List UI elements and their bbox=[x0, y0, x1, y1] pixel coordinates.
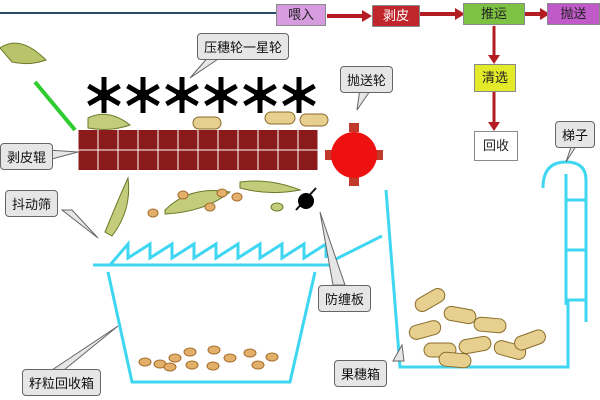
star-wheel bbox=[282, 77, 316, 113]
corn-ear bbox=[473, 316, 507, 334]
corn-ear bbox=[458, 335, 492, 355]
label-anti-wrap: 防缠板 bbox=[318, 285, 372, 312]
grain bbox=[185, 360, 199, 370]
label-peel-roller: 剥皮辊 bbox=[0, 143, 54, 170]
star-wheels bbox=[87, 77, 316, 113]
shake-sieve bbox=[93, 234, 383, 267]
star-wheel bbox=[204, 77, 238, 113]
grain bbox=[138, 357, 152, 367]
grain bbox=[231, 192, 243, 202]
star-wheel bbox=[87, 77, 121, 113]
grain bbox=[163, 362, 177, 372]
corn-ear bbox=[438, 351, 472, 369]
flow-push: 推运 bbox=[463, 3, 525, 25]
ear-box-outline bbox=[384, 189, 570, 369]
callout-pointers bbox=[47, 54, 584, 371]
flow-feed: 喂入 bbox=[276, 4, 326, 26]
flow-recycle: 回收 bbox=[474, 131, 518, 161]
label-throw-wheel: 抛送轮 bbox=[340, 66, 394, 93]
grain bbox=[147, 208, 159, 218]
grain bbox=[265, 352, 279, 362]
grain bbox=[206, 361, 220, 371]
flow-peel: 剥皮 bbox=[372, 5, 420, 27]
corn-ear bbox=[443, 305, 477, 325]
grain bbox=[223, 353, 237, 363]
grain bbox=[177, 190, 189, 200]
grain bbox=[183, 347, 197, 357]
corn-ear bbox=[414, 288, 446, 312]
husk-fragments bbox=[0, 42, 302, 237]
anti-wrap-roller bbox=[295, 187, 317, 211]
grain bbox=[168, 353, 182, 363]
flow-throw: 抛送 bbox=[547, 3, 600, 25]
ears-in-box bbox=[408, 288, 546, 369]
label-press-wheel: 压穗轮一星轮 bbox=[197, 33, 290, 60]
throw-wheel bbox=[325, 123, 383, 186]
grains-in-box bbox=[138, 345, 279, 372]
star-wheel bbox=[165, 77, 199, 113]
grain-box-outline bbox=[106, 271, 317, 384]
grain bbox=[207, 345, 221, 355]
falling-grains bbox=[147, 188, 243, 218]
label-ear-box: 果穗箱 bbox=[334, 360, 388, 387]
corn-ear bbox=[408, 320, 442, 340]
label-ladder: 梯子 bbox=[555, 121, 596, 148]
grain bbox=[216, 188, 228, 198]
ladder bbox=[541, 160, 588, 322]
grain bbox=[204, 202, 216, 212]
peel-roller-grid bbox=[77, 130, 319, 170]
stalk-line bbox=[33, 80, 77, 132]
label-shake-sieve: 抖动筛 bbox=[5, 190, 59, 217]
grain bbox=[243, 348, 257, 358]
flow-clean: 清选 bbox=[474, 64, 516, 92]
star-wheel bbox=[126, 77, 160, 113]
star-wheel bbox=[243, 77, 277, 113]
flow-arrows bbox=[327, 8, 550, 131]
grain bbox=[251, 360, 265, 370]
label-grain-box: 籽粒回收箱 bbox=[22, 369, 102, 396]
corn-ears-on-roller bbox=[192, 111, 329, 130]
corn-ear bbox=[514, 329, 546, 351]
